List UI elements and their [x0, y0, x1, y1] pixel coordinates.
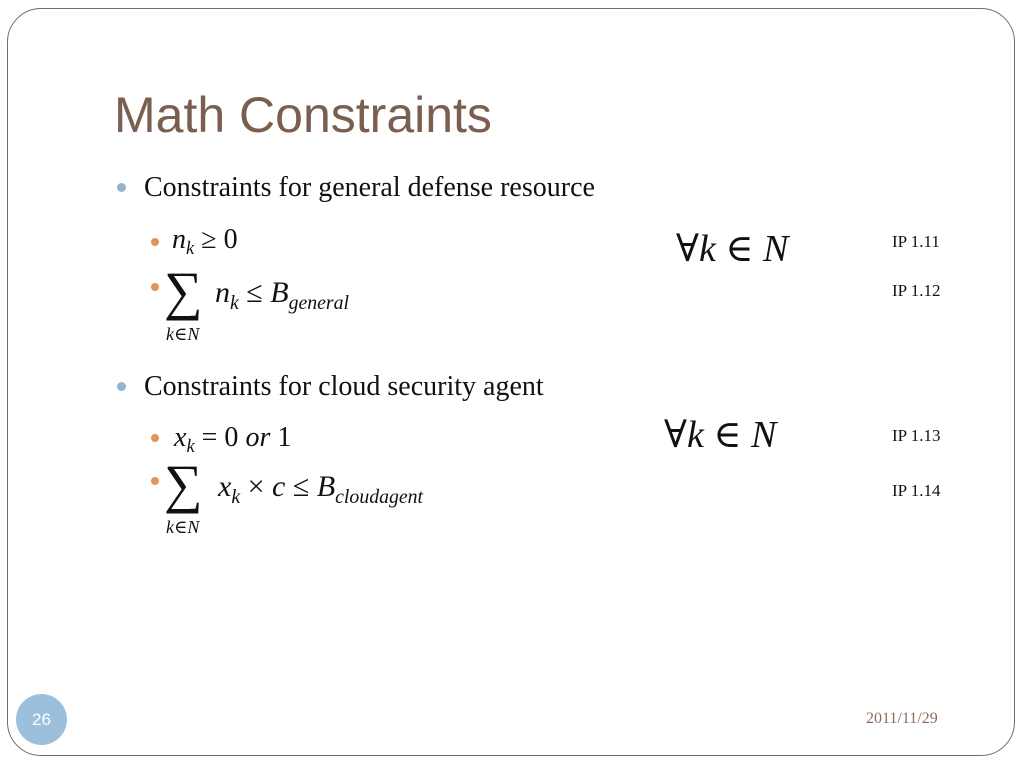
sub-k: k — [230, 291, 239, 314]
budget-subscript: cloudagent — [335, 485, 424, 508]
element-of-symbol: ∈ — [703, 414, 751, 456]
equals-zero: = 0 — [194, 422, 246, 453]
constraint-xk-binary: xk = 0 or 1 — [174, 422, 292, 457]
constraint-sum-xk-cost-budget: xk × c ≤ Bcloudagent — [218, 470, 423, 508]
summation-symbol: ∑ — [164, 261, 203, 321]
bullet-level2 — [151, 238, 159, 246]
bullet-level2 — [151, 283, 159, 291]
slide-title: Math Constraints — [114, 87, 492, 143]
var-n: n — [215, 276, 230, 309]
quantifier-set-n: N — [762, 228, 789, 270]
slide-date: 2011/11/29 — [866, 710, 938, 727]
page-number-badge: 26 — [16, 694, 67, 745]
equation-ref-ip-1-13: IP 1.13 — [892, 426, 941, 445]
budget-b: B — [316, 470, 336, 503]
times-symbol: × — [240, 470, 273, 503]
bullet-level1 — [117, 382, 126, 391]
sub-k: k — [186, 238, 195, 259]
summation-index: k∈N — [166, 517, 200, 537]
quantifier-forall-k-in-n-1: ∀k ∈ N — [676, 226, 788, 271]
summation-index: k∈N — [166, 324, 200, 344]
quantifier-k: k — [686, 414, 704, 456]
element-of-symbol: ∈ — [715, 228, 763, 270]
sub-k: k — [186, 436, 195, 457]
equation-ref-ip-1-12: IP 1.12 — [892, 281, 941, 300]
forall-symbol: ∀ — [664, 414, 687, 456]
sub-k: k — [231, 485, 241, 508]
var-x: x — [218, 470, 232, 503]
budget-b: B — [270, 276, 289, 309]
quantifier-set-n: N — [750, 414, 777, 456]
section-heading-cloud-agent: Constraints for cloud security agent — [144, 371, 544, 402]
equation-ref-ip-1-14: IP 1.14 — [892, 481, 941, 500]
le-symbol: ≤ — [285, 470, 317, 503]
var-n: n — [172, 224, 186, 255]
equation-ref-ip-1-11: IP 1.11 — [892, 232, 940, 251]
ge-zero: ≥ 0 — [194, 224, 238, 255]
slide-frame — [7, 8, 1015, 756]
bullet-level1 — [117, 183, 126, 192]
bullet-level2 — [151, 477, 159, 485]
var-x: x — [174, 422, 187, 453]
section-heading-general: Constraints for general defense resource — [144, 172, 595, 203]
constraint-nk-nonnegative: nk ≥ 0 — [172, 224, 238, 259]
forall-symbol: ∀ — [676, 228, 699, 270]
quantifier-forall-k-in-n-2: ∀k ∈ N — [664, 412, 776, 457]
summation-symbol: ∑ — [164, 454, 203, 514]
bullet-level2 — [151, 434, 159, 442]
constraint-sum-nk-budget: nk ≤ Bgeneral — [215, 276, 349, 314]
or-word: or — [245, 422, 271, 453]
quantifier-k: k — [698, 228, 716, 270]
one-value: 1 — [270, 422, 292, 453]
le-symbol: ≤ — [238, 276, 271, 309]
budget-subscript: general — [288, 291, 350, 314]
cost-c: c — [272, 470, 286, 503]
